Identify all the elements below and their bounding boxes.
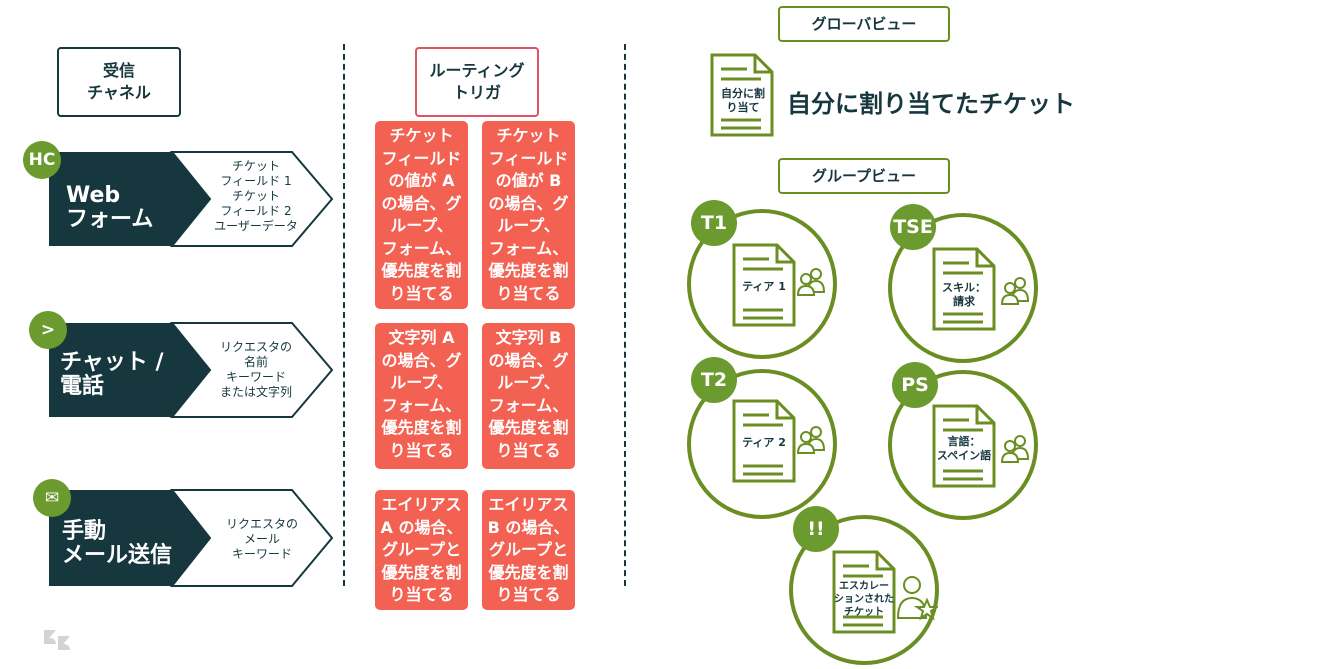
rule-field-b: チケット フィールド の値が B の場合、グ ループ、 フォーム、 優先度を割 … [482,121,575,309]
group-ps-users-icon [1000,435,1030,463]
channel-web-arrow [49,151,334,247]
global-view-header: グローバビュー [778,6,950,42]
group-t1-users-icon [796,268,826,296]
group-t2-badge: T2 [691,357,737,403]
group-escalation-doc-label: エスカレー ションされた チケット [834,581,894,618]
group-ps-doc-icon [932,404,996,488]
envelope-icon: ✉ [33,479,71,517]
channel-arrows [49,151,334,587]
divider-left [343,44,345,586]
group-t2-users-icon [796,426,826,454]
group-escalation-doc-icon [832,550,896,634]
group-tse-doc-label: スキル： 請求 [942,281,986,308]
divider-right [624,44,626,586]
rule-string-a: 文字列 A の場合、グ ループ、 フォーム、 優先度を割 り当てる [375,323,468,469]
group-t1-doc-icon [732,243,796,327]
global-view-title: 自分に割り当てたチケット [787,90,1075,118]
zendesk-logo-icon [44,630,70,650]
triggers-header: ルーティング トリガ [415,47,539,117]
global-view-doc-label: 自分に割 り当て [721,87,765,114]
group-tse-users-icon [1000,277,1030,305]
group-tse-badge: TSE [890,204,936,250]
channel-email-arrow [49,489,334,587]
channel-email-label: 手動 メール送信 [62,519,173,568]
group-t2-doc-icon [732,399,796,483]
group-view-header: グループビュー [778,158,950,194]
group-t1-badge: T1 [691,200,737,246]
group-tse-doc-icon [932,247,996,331]
channel-chat-fields: リクエスタの 名前 キーワード または文字列 [219,340,292,399]
rule-string-b: 文字列 B の場合、グ ループ、 フォーム、 優先度を割 り当てる [482,323,575,469]
hc-badge: HC [23,141,61,179]
rule-alias-a: エイリアス A の場合、 グループと 優先度を割 り当てる [375,490,468,610]
escalation-agent-star-icon [896,576,938,621]
channel-web-label: Web フォーム [66,183,154,232]
group-t2-doc-label: ティア 2 [742,436,786,449]
channel-web-fields: チケット フィールド 1 チケット フィールド 2 ユーザーデータ [214,159,298,233]
group-ps-badge: PS [892,362,938,408]
channel-chat-arrow [49,322,334,418]
global-view-doc-icon [710,53,774,137]
channel-chat-label: チャット / 電話 [60,350,164,399]
rule-field-a: チケット フィールド の値が A の場合、グ ループ、 フォーム、 優先度を割 … [375,121,468,309]
channel-email-fields: リクエスタの メール キーワード [225,517,298,561]
chat-prompt-icon: > [29,311,67,349]
group-ps-doc-label: 言語： スペイン語 [936,435,992,462]
group-escalation-badge: !! [793,506,839,552]
rule-alias-b: エイリアス B の場合、 グループと 優先度を割 り当てる [482,490,575,610]
channels-header: 受信 チャネル [57,47,181,117]
group-t1-doc-label: ティア 1 [742,280,786,293]
